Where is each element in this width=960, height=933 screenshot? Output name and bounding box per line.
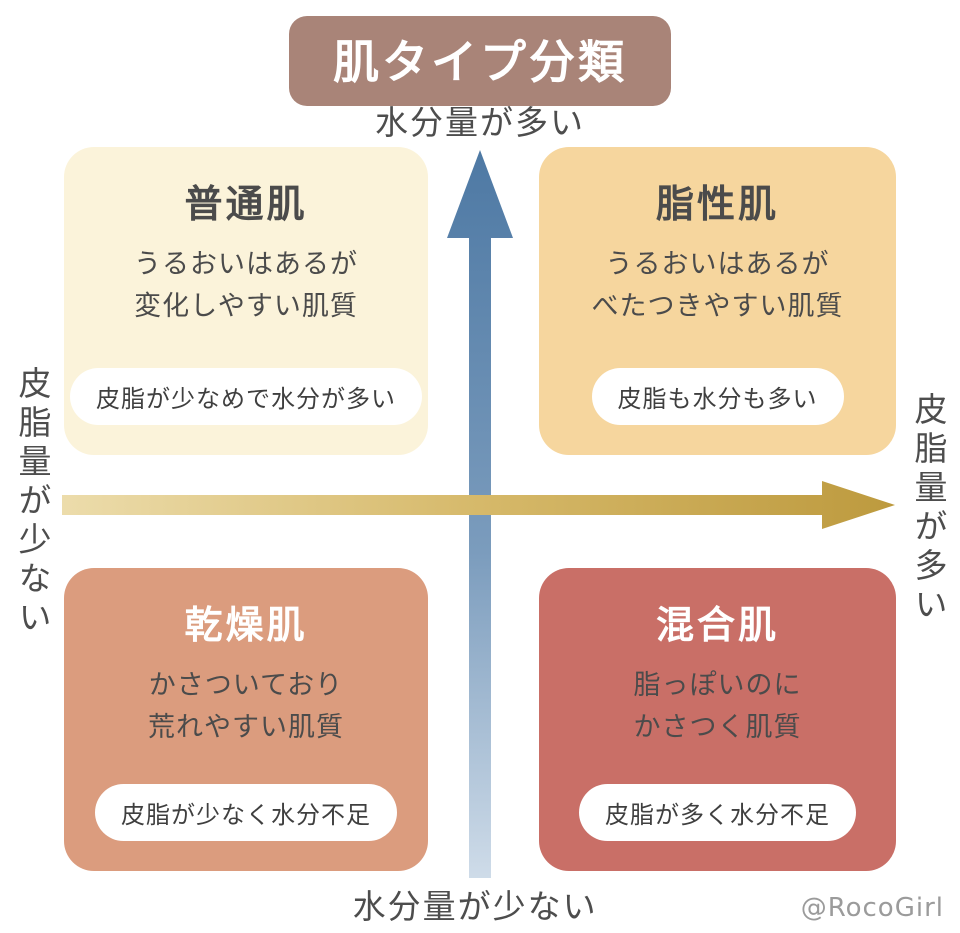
- quadrant-dry-skin: 乾燥肌 かさついており 荒れやすい肌質 皮脂が少なく水分不足: [64, 568, 428, 871]
- quadrant-summary-pill: 皮脂が少なく水分不足: [95, 784, 397, 841]
- horizontal-axis-arrow: [62, 481, 895, 529]
- quadrant-title: 脂性肌: [655, 182, 779, 226]
- quadrant-description-line2: 変化しやすい肌質: [134, 290, 358, 322]
- quadrant-title: 乾燥肌: [184, 603, 308, 647]
- quadrant-description: うるおいはあるが 変化しやすい肌質: [134, 244, 358, 328]
- quadrant-description: かさついており 荒れやすい肌質: [148, 665, 344, 749]
- quadrant-description: 脂っぽいのに かさつく肌質: [634, 665, 802, 749]
- axis-label-sebum-high: 皮脂量が多い: [909, 392, 948, 626]
- quadrant-summary-pill: 皮脂も水分も多い: [591, 368, 844, 425]
- quadrant-description-line1: 脂っぽいのに: [633, 670, 802, 701]
- quadrant-combination-skin: 混合肌 脂っぽいのに かさつく肌質 皮脂が多く水分不足: [539, 568, 896, 871]
- quadrant-title: 普通肌: [184, 182, 308, 226]
- axis-label-sebum-low: 皮脂量が少ない: [13, 366, 52, 639]
- page-title: 肌タイプ分類: [289, 16, 671, 106]
- quadrant-summary-pill: 皮脂が多く水分不足: [579, 784, 856, 841]
- quadrant-title: 混合肌: [655, 603, 779, 647]
- quadrant-description-line2: かさつく肌質: [633, 711, 802, 743]
- quadrant-oily-skin: 脂性肌 うるおいはあるが べたつきやすい肌質 皮脂も水分も多い: [539, 147, 896, 455]
- axis-label-moisture-low: 水分量が少ない: [352, 887, 598, 926]
- quadrant-description: うるおいはあるが べたつきやすい肌質: [592, 244, 844, 328]
- quadrant-summary-pill: 皮脂が少なめで水分が多い: [70, 368, 422, 425]
- quadrant-description-line1: うるおいはあるが: [134, 249, 358, 280]
- quadrant-normal-skin: 普通肌 うるおいはあるが 変化しやすい肌質 皮脂が少なめで水分が多い: [64, 147, 428, 455]
- axis-label-moisture-high: 水分量が多い: [375, 103, 585, 142]
- quadrant-description-line2: 荒れやすい肌質: [148, 711, 344, 743]
- quadrant-description-line1: かさついており: [148, 670, 344, 701]
- quadrant-description-line2: べたつきやすい肌質: [591, 290, 844, 322]
- quadrant-description-line1: うるおいはあるが: [605, 249, 830, 280]
- credit-watermark: @RocoGirl: [800, 893, 944, 923]
